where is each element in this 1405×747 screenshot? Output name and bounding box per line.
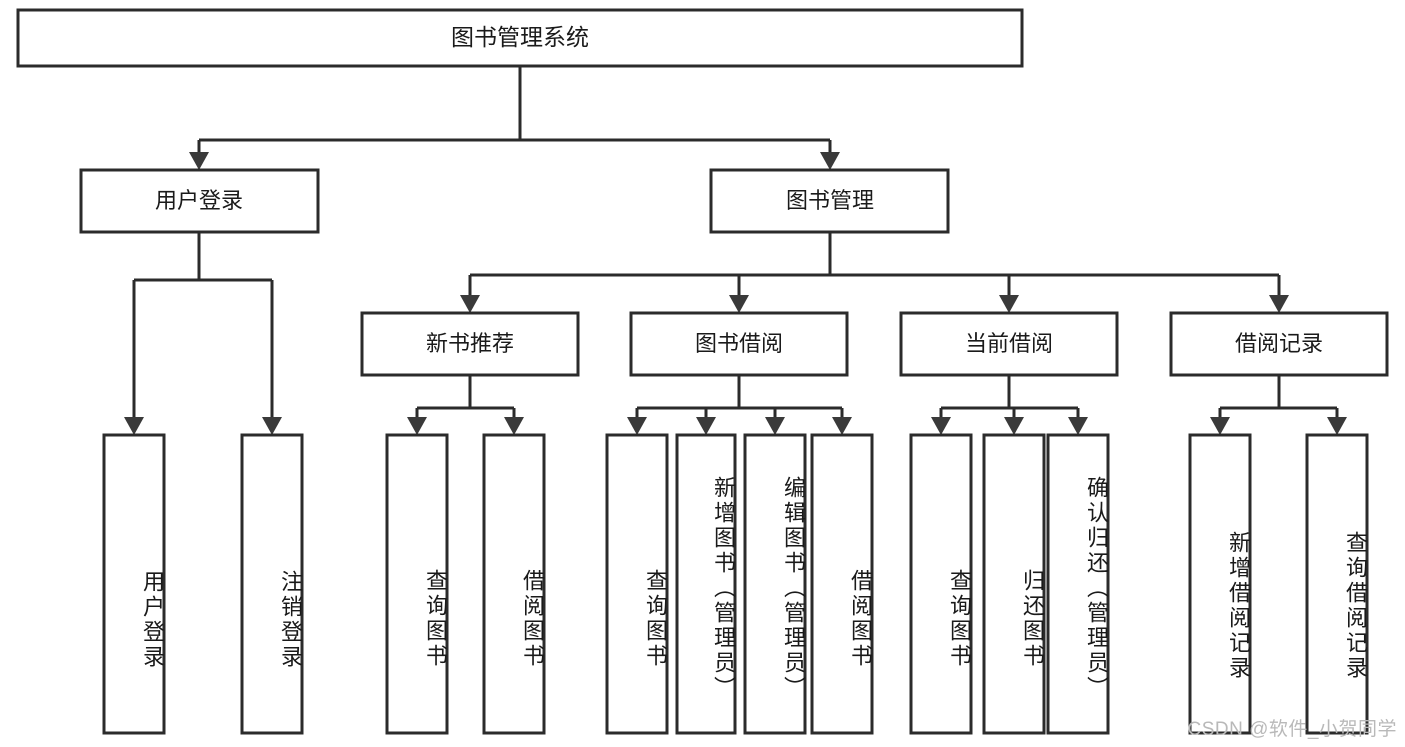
- arrow-icon-to-record: [1269, 295, 1289, 313]
- leaf-box-layer: [102, 433, 1369, 735]
- node-book-borrow-label: 图书借阅: [695, 331, 783, 356]
- leaf-box-borrow-book[interactable]: [810, 433, 874, 735]
- leaf-box-logout[interactable]: [240, 433, 304, 735]
- node-new-book-recommend-box[interactable]: [360, 311, 580, 377]
- leaf-box-query-record[interactable]: [1305, 433, 1369, 735]
- arrow-icon-leaf-12: [1210, 417, 1230, 435]
- node-book-management-box[interactable]: [709, 168, 950, 234]
- connector-layer: [132, 66, 1339, 417]
- leaf-box-query-book-rec[interactable]: [385, 433, 449, 735]
- arrow-icon-to-new-book: [460, 295, 480, 313]
- arrow-icon-to-borrow: [729, 295, 749, 313]
- arrow-icon-leaf-3: [407, 417, 427, 435]
- node-root-box[interactable]: [16, 8, 1024, 68]
- watermark-text: CSDN @软件_小贺同学: [1187, 719, 1397, 740]
- node-book-management[interactable]: 图书管理: [709, 168, 950, 234]
- node-user-login-label: 用户登录: [155, 188, 243, 213]
- node-user-login-box[interactable]: [79, 168, 320, 234]
- node-root-label: 图书管理系统: [451, 24, 589, 50]
- arrow-icon-leaf-2: [262, 417, 282, 435]
- node-borrow-record[interactable]: 借阅记录: [1169, 311, 1389, 377]
- node-user-login[interactable]: 用户登录: [79, 168, 320, 234]
- arrow-icon-leaf-8: [832, 417, 852, 435]
- arrow-icon-leaf-10: [1004, 417, 1024, 435]
- leaf-box-return-book[interactable]: [982, 433, 1046, 735]
- node-current-borrow-label: 当前借阅: [965, 331, 1053, 356]
- node-root[interactable]: 图书管理系统: [16, 8, 1024, 68]
- leaf-box-add-record[interactable]: [1188, 433, 1252, 735]
- node-new-book-recommend[interactable]: 新书推荐: [360, 311, 580, 377]
- leaf-box-add-book-admin[interactable]: [675, 433, 737, 735]
- arrow-icon-to-book-mgmt: [820, 152, 840, 170]
- node-book-borrow-box[interactable]: [629, 311, 849, 377]
- leaf-box-query-book-borrow[interactable]: [605, 433, 669, 735]
- arrow-icon-leaf-7: [765, 417, 785, 435]
- leaf-box-query-book-current[interactable]: [909, 433, 973, 735]
- arrow-icon-leaf-11: [1068, 417, 1088, 435]
- arrow-icon-leaf-5: [627, 417, 647, 435]
- leaf-box-edit-book-admin[interactable]: [743, 433, 807, 735]
- node-borrow-record-box[interactable]: [1169, 311, 1389, 377]
- arrow-icon-leaf-1: [124, 417, 144, 435]
- node-current-borrow[interactable]: 当前借阅: [899, 311, 1119, 377]
- leaf-box-confirm-return-admin[interactable]: [1046, 433, 1110, 735]
- arrow-icon-leaf-4: [504, 417, 524, 435]
- leaf-box-borrow-book-rec[interactable]: [482, 433, 546, 735]
- arrow-icon-to-current: [999, 295, 1019, 313]
- node-book-management-label: 图书管理: [786, 188, 874, 213]
- node-borrow-record-label: 借阅记录: [1235, 331, 1323, 356]
- arrow-icon-to-user-login: [189, 152, 209, 170]
- node-book-borrow[interactable]: 图书借阅: [629, 311, 849, 377]
- leaf-box-user-login[interactable]: [102, 433, 166, 735]
- arrowhead-layer: [124, 152, 1347, 435]
- arrow-icon-leaf-6: [696, 417, 716, 435]
- node-new-book-recommend-label: 新书推荐: [426, 331, 514, 356]
- arrow-icon-leaf-9: [931, 417, 951, 435]
- node-current-borrow-box[interactable]: [899, 311, 1119, 377]
- arrow-icon-leaf-13: [1327, 417, 1347, 435]
